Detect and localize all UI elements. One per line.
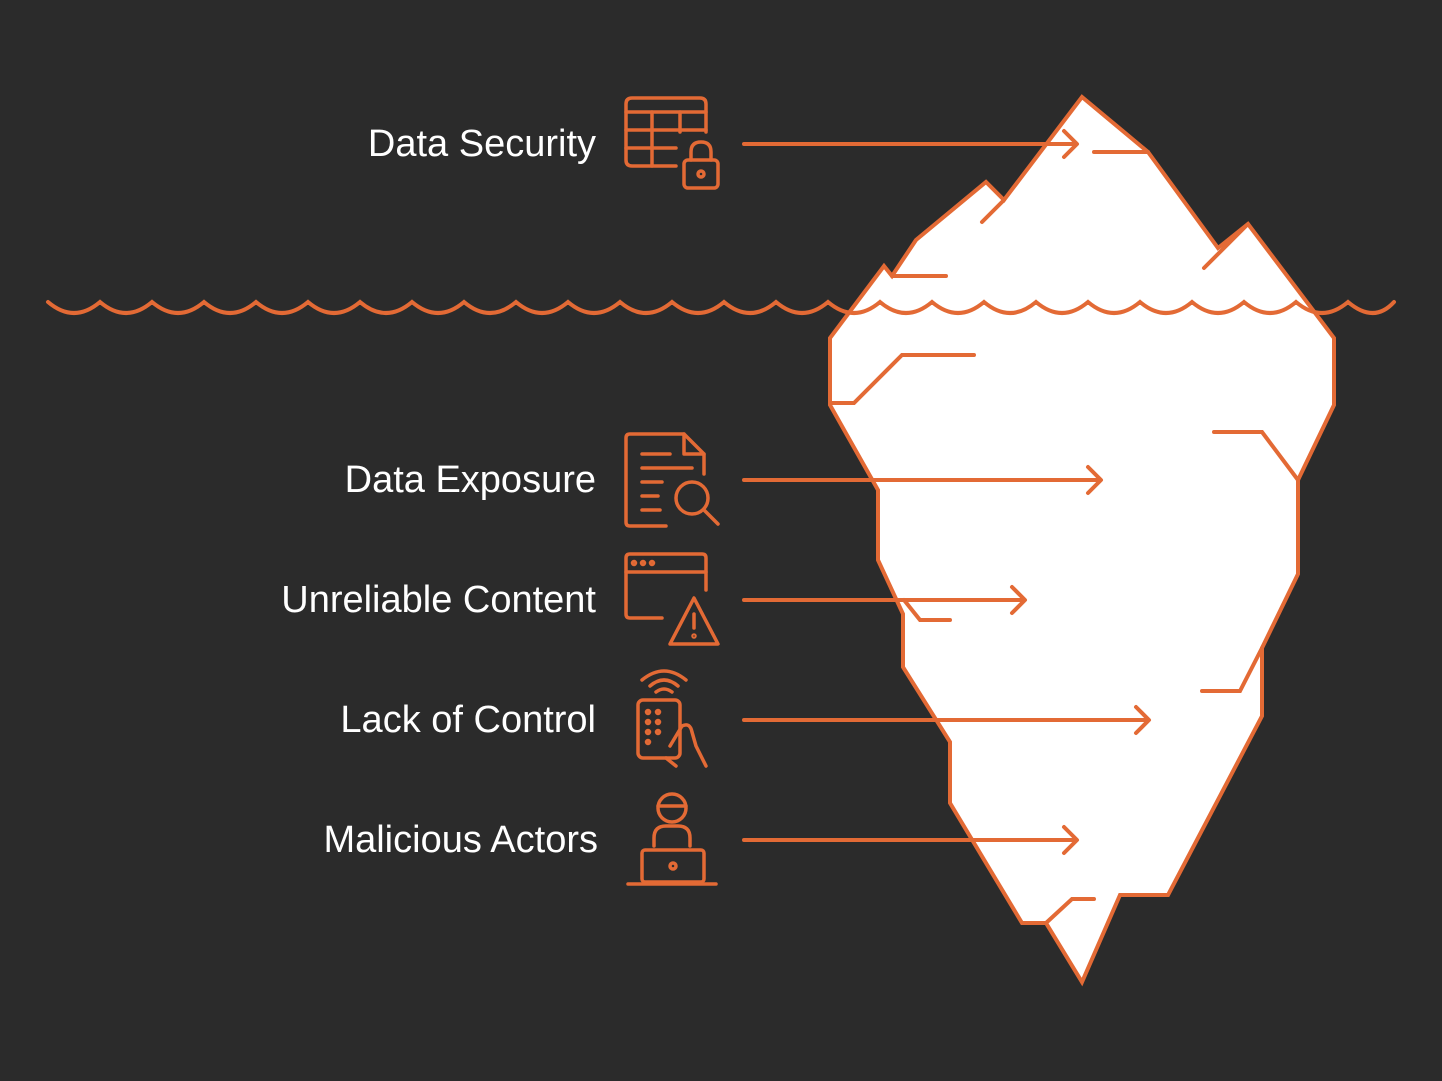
document-search-icon (624, 432, 720, 528)
label-data-exposure: Data Exposure (344, 459, 596, 501)
table-lock-icon (624, 96, 720, 190)
iceberg (828, 94, 1336, 987)
browser-warning-icon (624, 552, 720, 646)
crack-4 (1202, 222, 1250, 270)
label-malicious-actors: Malicious Actors (323, 819, 598, 861)
arrow-malicious-actors (742, 825, 1079, 855)
crack-6 (1212, 430, 1300, 482)
arrow-data-exposure (742, 465, 1103, 495)
iceberg-tip (828, 94, 1336, 987)
crack-2 (980, 198, 1006, 224)
remote-control-icon (636, 669, 708, 768)
water-line (46, 299, 1396, 315)
crack-9 (1044, 897, 1096, 925)
iceberg-cracks (830, 150, 1300, 925)
crack-7 (902, 598, 952, 622)
arrow-data-security (742, 129, 1079, 159)
label-lack-of-control: Lack of Control (340, 699, 596, 741)
crack-8 (1200, 646, 1264, 693)
crack-5 (830, 353, 976, 405)
hacker-laptop-icon (626, 792, 718, 886)
label-unreliable-content: Unreliable Content (281, 579, 596, 621)
arrows (742, 129, 1151, 855)
arrow-lack-of-control (742, 705, 1151, 735)
label-data-security: Data Security (367, 123, 596, 165)
arrow-unreliable-content (742, 585, 1027, 615)
